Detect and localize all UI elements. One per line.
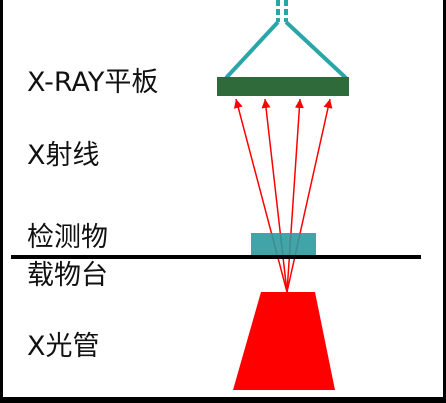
label-stage: 载物台 (27, 260, 108, 291)
ray-3 (286, 98, 304, 293)
inspected-object (251, 233, 316, 255)
xray-diagram (11, 0, 421, 390)
mount-strut-right (284, 20, 348, 80)
ray-4 (286, 98, 333, 293)
label-xray-panel: X-RAY平板 (27, 67, 159, 98)
mount-strut-left (224, 20, 280, 80)
xray-rays (233, 98, 333, 293)
xray-panel (217, 77, 349, 96)
diagram-canvas: X-RAY平板 X射线 检测物 载物台 X光管 (3, 0, 443, 397)
ray-2 (261, 98, 288, 293)
label-inspected-object: 检测物 (27, 222, 108, 253)
label-xray-beam: X射线 (27, 140, 100, 171)
label-xray-tube: X光管 (27, 331, 100, 362)
panel-mount (224, 0, 348, 80)
xray-tube (233, 292, 335, 390)
ray-1 (233, 98, 288, 293)
